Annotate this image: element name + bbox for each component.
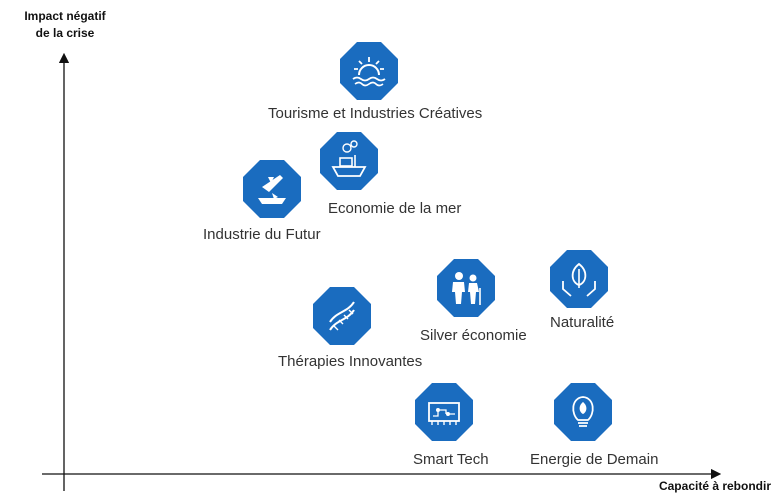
airplane-ship-icon: [243, 160, 301, 218]
sector-label-silver-economie: Silver économie: [420, 327, 527, 344]
circuit-board-icon: [415, 383, 473, 441]
sector-label-energie-demain: Energie de Demain: [530, 451, 659, 468]
sector-label-tourisme: Tourisme et Industries Créatives: [268, 105, 483, 122]
sector-label-industrie-futur: Industrie du Futur: [203, 226, 321, 243]
ship-icon: [320, 132, 378, 190]
lightbulb-leaf-icon: [554, 383, 612, 441]
sector-label-smart-tech: Smart Tech: [413, 451, 489, 468]
x-axis-title: Capacité à rebondir: [658, 479, 771, 493]
y-axis-title-line1: Impact négatif: [24, 9, 106, 23]
dna-icon: [313, 287, 371, 345]
sector-label-economie-mer: Economie de la mer: [328, 200, 462, 217]
sun-over-waves-icon: [340, 42, 398, 100]
sector-label-naturalite: Naturalité: [550, 314, 615, 331]
elderly-people-icon: [437, 259, 495, 317]
sector-label-therapies: Thérapies Innovantes: [278, 353, 423, 370]
leaf-in-hands-icon: [550, 250, 608, 308]
y-axis-title: Impact négatif de la crise: [0, 8, 130, 42]
y-axis-title-line2: de la crise: [35, 26, 95, 40]
